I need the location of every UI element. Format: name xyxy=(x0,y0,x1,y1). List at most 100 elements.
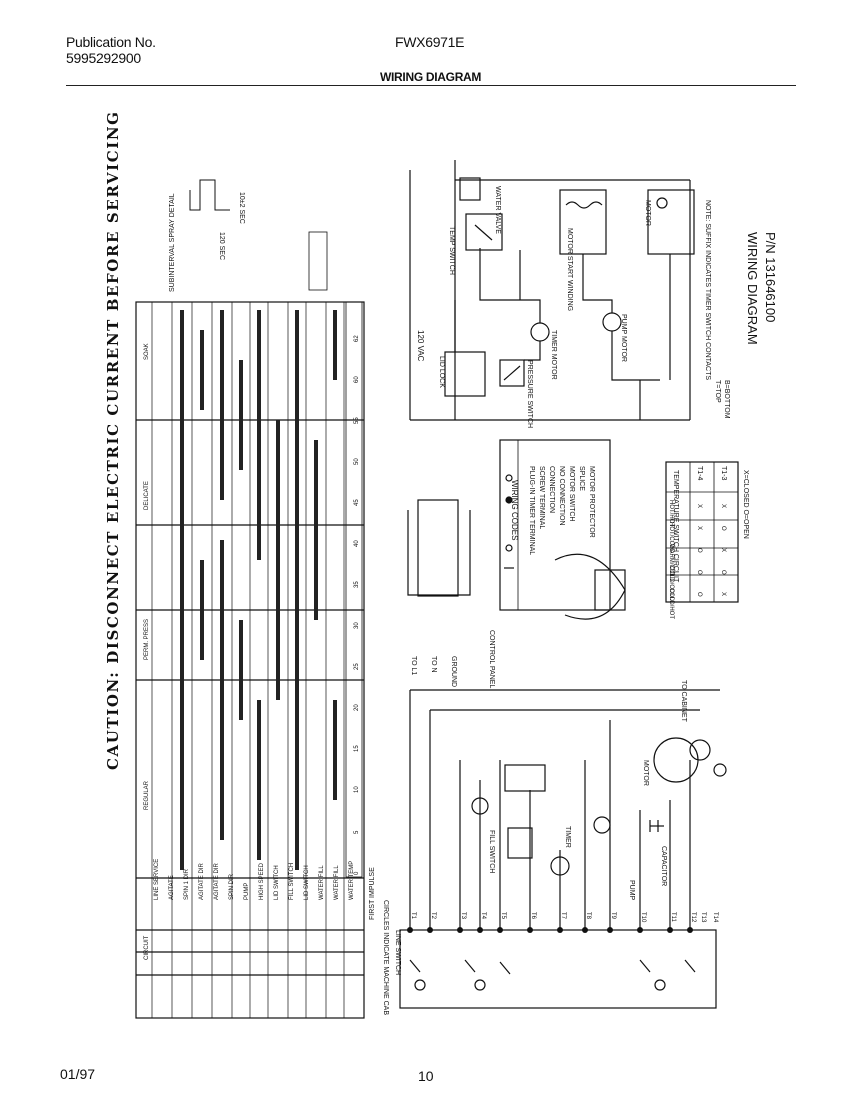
switch-row-label: HOT/HOT xyxy=(668,500,674,527)
upper-schematic xyxy=(409,160,695,421)
timer-motor-label: TIMER MOTOR xyxy=(550,330,557,380)
timer-chart xyxy=(135,301,365,1019)
timer-row-label: AGITATE DIR xyxy=(214,863,220,900)
timer-increment: 62 xyxy=(354,335,360,342)
terminal-label: T7 xyxy=(560,912,566,920)
switch-row-value: X xyxy=(720,548,726,552)
spray-time-short: 10±2 SEC xyxy=(238,192,245,224)
ground-label: GROUND xyxy=(450,656,457,687)
lid-lock-label: LID LOCK xyxy=(438,356,445,388)
switch-row-value: X xyxy=(696,526,702,530)
spray-detail-title: SUBINTERVAL SPRAY DETAIL xyxy=(169,193,176,292)
model-number: FWX6971E xyxy=(395,34,465,50)
header-rule xyxy=(66,85,796,86)
pump-motor-label: PUMP MOTOR xyxy=(620,314,627,362)
timer-column-header: SOAK xyxy=(144,343,150,360)
timer-column-header: PERM. PRESS xyxy=(144,619,150,660)
switch-row-label: COLD/COLD xyxy=(668,566,674,602)
terminal-label: T12 xyxy=(690,912,696,923)
timer-increment: 10 xyxy=(354,786,360,793)
motor-label: MOTOR xyxy=(644,200,651,226)
capacitor-label: CAPACITOR xyxy=(660,846,667,886)
timer-increment: 55 xyxy=(354,417,360,424)
timer-column-header: CIRCUIT xyxy=(144,935,150,960)
spray-time-long: 120 SEC xyxy=(218,232,225,260)
switch-row-value: O xyxy=(720,526,726,531)
terminal-label: T13 xyxy=(700,912,706,923)
terminal-label: T8 xyxy=(585,912,591,920)
terminal-label: T9 xyxy=(610,912,616,920)
code-screw: SCREW TERMINAL xyxy=(538,466,545,529)
timer-increment: 0 xyxy=(354,871,360,875)
timer-increment: 25 xyxy=(354,663,360,670)
note-bottom: B=BOTTOM xyxy=(723,380,730,419)
terminal-label: T2 xyxy=(430,912,436,920)
code-no-connection: NO CONNECTION xyxy=(558,466,565,526)
switch-row-value: X xyxy=(720,592,726,596)
footer-date: 01/97 xyxy=(60,1066,96,1082)
timer-row-label: WATER TEMP xyxy=(349,861,355,900)
to-n-label: TO N xyxy=(430,656,437,673)
timer-block-label: TIMER xyxy=(564,826,571,848)
fill-switch-label: FILL SWITCH xyxy=(488,830,495,873)
code-protector: MOTOR PROTECTOR xyxy=(588,466,595,538)
timer-increment: 20 xyxy=(354,704,360,711)
wiring-codes-box xyxy=(499,439,611,611)
section-title: WIRING DIAGRAM xyxy=(380,70,482,84)
switch-row-label: WARM/COLD xyxy=(668,544,674,582)
line-switch-label: LINE SWITCH xyxy=(394,930,401,975)
timer-column-header: REGULAR xyxy=(144,780,150,810)
switch-row-label: HOT/COLD xyxy=(668,522,674,554)
terminal-label: T10 xyxy=(640,912,646,923)
timer-row-label: SPIN 1 DIR xyxy=(184,868,190,900)
pressure-switch-label: PRESSURE SWITCH xyxy=(526,360,533,428)
publication-number: 5995292900 xyxy=(66,50,141,66)
timer-column-header: DELICATE xyxy=(144,481,150,510)
timer-increment: 35 xyxy=(354,581,360,588)
switch-col-1: T1-4 xyxy=(696,466,703,481)
note-top: T=TOP xyxy=(714,380,721,403)
code-splice: SPLICE xyxy=(578,466,585,491)
timer-row-label: FILL SWITCH xyxy=(289,863,295,900)
switch-row-value: X xyxy=(720,504,726,508)
lower-connection-diagram xyxy=(399,689,727,1009)
terminal-label: T4 xyxy=(480,912,486,920)
motor-start-label: MOTOR START WINDING xyxy=(566,228,573,311)
publication-label: Publication No. xyxy=(66,34,156,50)
pump-label: PUMP xyxy=(628,880,635,901)
plug-detail xyxy=(407,499,626,620)
timer-row-label: WATER FILL xyxy=(334,865,340,900)
temp-switch-table xyxy=(665,461,739,603)
terminal-label: T1 xyxy=(410,912,416,920)
switch-row-value: O xyxy=(720,570,726,575)
timer-increment: 45 xyxy=(354,499,360,506)
switch-row-label: COLD/HOT xyxy=(668,588,674,619)
water-valve-label: WATER VALVE xyxy=(494,186,501,234)
switch-col-2: T1-3 xyxy=(720,466,727,481)
timer-increment: 30 xyxy=(354,622,360,629)
switch-table-legend: X=CLOSED O=OPEN xyxy=(742,470,749,539)
timer-increment: 50 xyxy=(354,458,360,465)
control-panel-label: CONTROL PANEL xyxy=(488,630,495,688)
code-connection: CONNECTION xyxy=(548,466,555,513)
code-plug-in: PLUG-IN TIMER TERMINAL xyxy=(528,466,535,555)
timer-increment: 15 xyxy=(354,745,360,752)
cabinet-label: TO CABINET xyxy=(680,680,687,723)
cam-legend xyxy=(308,231,328,291)
timer-chart-footer: FIRST IMPULSE xyxy=(369,867,376,920)
switch-row-value: O xyxy=(696,570,702,575)
terminal-label: T6 xyxy=(530,912,536,920)
terminal-label: T5 xyxy=(500,912,506,920)
timer-row-label: PUMP xyxy=(244,883,250,900)
terminal-label: T14 xyxy=(712,912,718,923)
terminal-label: T3 xyxy=(460,912,466,920)
to-l1-label: TO L1 xyxy=(410,656,417,675)
timer-increment: 5 xyxy=(354,830,360,834)
note-suffix: NOTE: SUFFIX INDICATES TIMER SWITCH CONT… xyxy=(704,200,711,380)
code-motor-switch: MOTOR SWITCH xyxy=(568,466,575,521)
switch-table-title: TEMPERATURE SWITCH CIRCUIT xyxy=(672,470,679,583)
timer-row-label: AGITATE DIR xyxy=(199,863,205,900)
timer-increment: 60 xyxy=(354,376,360,383)
timer-row-label: LID SWITCH xyxy=(274,865,280,900)
